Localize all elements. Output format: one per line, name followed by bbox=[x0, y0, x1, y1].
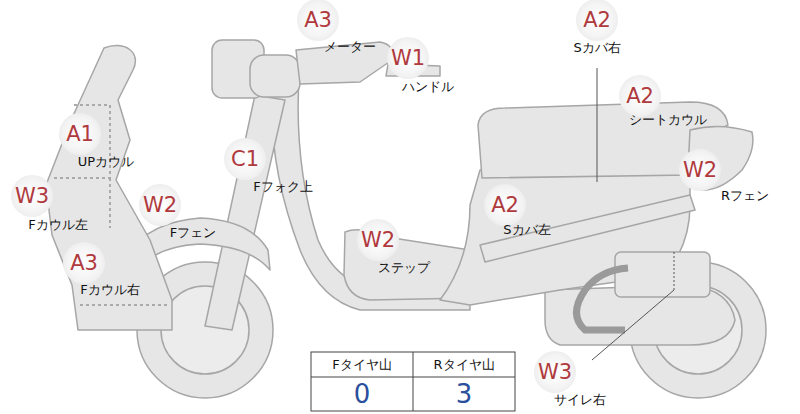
callout-number: W3 bbox=[534, 351, 576, 393]
damage-callout: W2Fフェン bbox=[139, 184, 216, 240]
table-header: Rタイヤ山 bbox=[413, 352, 515, 377]
damage-callout: W3サイレ右 bbox=[534, 351, 606, 407]
part-name: ステップ bbox=[378, 261, 430, 275]
part-name: Fフォク上 bbox=[253, 180, 312, 194]
callout-number: A2 bbox=[484, 184, 526, 226]
part-name: Fカウル左 bbox=[28, 218, 87, 232]
panel-dotted-line bbox=[80, 304, 170, 306]
callout-number: A1 bbox=[59, 113, 101, 155]
headlight bbox=[250, 55, 300, 97]
damage-callout: W1ハンドル bbox=[387, 37, 454, 94]
damage-callout: A3メーター bbox=[297, 0, 376, 54]
table-border bbox=[311, 352, 515, 411]
tread-value: 3 bbox=[413, 377, 515, 411]
damage-callout: W2Rフェン bbox=[679, 149, 769, 203]
exhaust-pipe bbox=[577, 268, 629, 330]
part-name: Fカウル右 bbox=[80, 283, 139, 297]
table-rule bbox=[413, 352, 414, 411]
callout-number: W2 bbox=[357, 219, 399, 261]
leader-line bbox=[597, 68, 598, 182]
damage-callout: A2Sカバ左 bbox=[484, 184, 551, 237]
damage-callout: A1UPカウル bbox=[59, 113, 134, 169]
callout-number: A3 bbox=[63, 242, 105, 284]
table-header: Fタイヤ山 bbox=[311, 352, 413, 377]
damage-callout: C1Fフォク上 bbox=[224, 138, 313, 194]
callout-number: W2 bbox=[139, 184, 181, 226]
muffler bbox=[615, 252, 710, 297]
callout-number: W3 bbox=[11, 175, 53, 217]
part-name: Sカバ右 bbox=[573, 41, 620, 55]
callout-number: A3 bbox=[297, 0, 339, 41]
callout-number: A2 bbox=[619, 75, 661, 117]
tread-value: 0 bbox=[311, 377, 413, 411]
damage-callout: A2Sカバ右 bbox=[576, 0, 623, 55]
part-name: Fフェン bbox=[170, 226, 216, 240]
damage-callout: W3Fカウル左 bbox=[11, 175, 88, 232]
panel-dotted-line bbox=[109, 178, 111, 228]
part-name: サイレ右 bbox=[554, 393, 606, 407]
part-name: Rフェン bbox=[721, 189, 769, 203]
front-fork bbox=[205, 95, 285, 330]
damage-callout: W2ステップ bbox=[357, 219, 430, 275]
callout-number: C1 bbox=[224, 138, 266, 180]
part-name: ハンドル bbox=[402, 80, 454, 94]
callout-number: W2 bbox=[679, 149, 721, 191]
damage-callout: A3Fカウル右 bbox=[63, 242, 140, 297]
callout-number: A2 bbox=[576, 0, 618, 41]
damage-callout: A2シートカウル bbox=[619, 75, 707, 127]
part-name: UPカウル bbox=[78, 155, 134, 169]
part-name: Sカバ左 bbox=[503, 223, 550, 237]
part-name: メーター bbox=[324, 40, 376, 54]
callout-number: W1 bbox=[387, 37, 429, 79]
leader-line bbox=[674, 252, 675, 290]
part-name: シートカウル bbox=[629, 113, 707, 127]
leader-line bbox=[592, 290, 674, 360]
